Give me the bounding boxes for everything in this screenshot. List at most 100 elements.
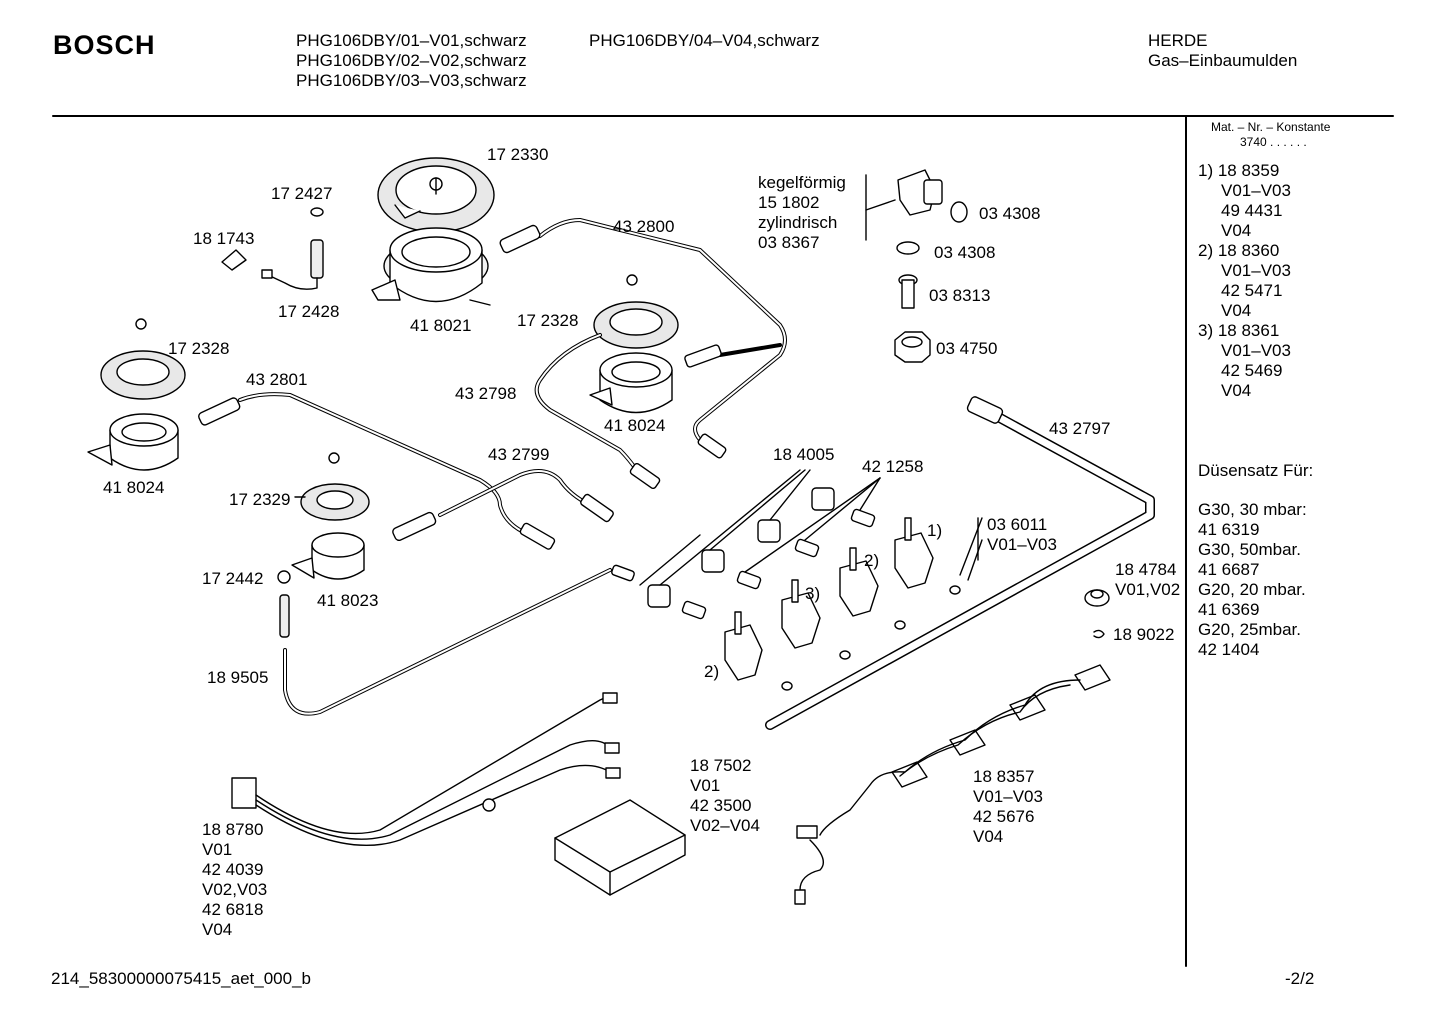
brand-logo: BOSCH <box>53 30 156 60</box>
category: HERDE <box>1148 31 1208 50</box>
nipple-038313 <box>898 274 918 309</box>
burner-cap-172328-left <box>100 318 186 400</box>
part-label: 43 2800 <box>613 217 675 236</box>
label-line: 42 3500 <box>690 796 752 815</box>
clip-181743 <box>221 249 247 271</box>
part-label-036011: 03 6011 V01–V03 <box>987 515 1057 555</box>
nozzle-line: 41 6369 <box>1198 600 1260 619</box>
page-number: -2/2 <box>1285 969 1315 988</box>
label-line: 42 4039 <box>202 860 264 879</box>
gas-pipe-432799 <box>392 469 614 542</box>
label-line: V01,V02 <box>1115 580 1181 599</box>
note-line: V01–V03 <box>1221 341 1291 360</box>
nozzle-set-184005 <box>639 469 835 608</box>
label-line: V04 <box>973 827 1004 846</box>
ignition-module-187502 <box>554 799 686 896</box>
part-label: 43 2797 <box>1049 419 1111 438</box>
model-line: PHG106DBY/02–V02,schwarz <box>296 51 527 70</box>
burner-base-418023 <box>291 532 365 580</box>
wiring-harness-188780 <box>231 692 621 846</box>
note-line: V01–V03 <box>1221 181 1291 200</box>
label-line: 18 7502 <box>690 756 752 775</box>
label-line: V02,V03 <box>202 880 268 899</box>
burner-cap-172330 <box>377 157 495 233</box>
subcategory: Gas–Einbaumulden <box>1148 51 1298 70</box>
part-label-188357: 18 8357 V01–V03 42 5676 V04 <box>973 767 1043 847</box>
nozzle-line: 41 6687 <box>1198 560 1260 579</box>
part-label: 03 4750 <box>936 339 998 358</box>
nozzle-line: G30, 50mbar. <box>1198 540 1302 559</box>
nozzle-title: Düsensatz Für: <box>1198 461 1314 480</box>
model-line: PHG106DBY/01–V01,schwarz <box>296 31 527 50</box>
label-line: 03 8367 <box>758 233 820 252</box>
version-notes: 1) 18 8359 V01–V03 49 4431 V04 2) 18 836… <box>1198 161 1291 401</box>
nozzle-list: G30, 30 mbar: 41 6319 G30, 50mbar. 41 66… <box>1198 500 1307 660</box>
callout-2: 2) <box>864 551 880 570</box>
burner-cap-172329 <box>300 452 370 521</box>
washer-172442 <box>277 570 291 584</box>
gas-manifold-432797 <box>765 396 1155 730</box>
part-label: 43 2798 <box>455 384 517 403</box>
part-label: 03 4308 <box>979 204 1041 223</box>
model-list-1: PHG106DBY/01–V01,schwarz PHG106DBY/02–V0… <box>296 31 527 91</box>
note-line: V04 <box>1221 221 1252 240</box>
part-label: 17 2328 <box>168 339 230 358</box>
part-label: 17 2427 <box>271 184 333 203</box>
burner-cap-172328-center <box>593 274 679 349</box>
document-id: 214_58300000075415_aet_000_b <box>51 969 311 988</box>
part-label: 17 2428 <box>278 302 340 321</box>
part-label: 18 4005 <box>773 445 835 464</box>
label-line: 42 5676 <box>973 807 1035 826</box>
gas-valve-set <box>724 517 934 681</box>
part-label-kegel: kegelförmig 15 1802 zylindrisch 03 8367 <box>758 173 846 253</box>
part-label: 41 8024 <box>103 478 165 497</box>
part-label: 41 8023 <box>317 591 379 610</box>
burner-base-418024-center <box>589 352 673 414</box>
label-line: V01 <box>690 776 721 795</box>
part-label: 03 4308 <box>934 243 996 262</box>
label-line: zylindrisch <box>758 213 838 232</box>
label-line: V02–V04 <box>690 816 760 835</box>
callout-2: 2) <box>704 662 720 681</box>
label-line: 03 6011 <box>987 515 1048 534</box>
part-label: 17 2329 <box>229 490 291 509</box>
part-label: 18 9022 <box>1113 625 1175 644</box>
note-line: V04 <box>1221 381 1252 400</box>
electrode-172428 <box>261 207 324 290</box>
gas-pipe-432801 <box>198 392 556 550</box>
part-label: 42 1258 <box>862 457 924 476</box>
gas-pipe-432798 <box>534 333 782 490</box>
label-line: 15 1802 <box>758 193 820 212</box>
callout-1: 1) <box>927 521 943 540</box>
knob-seal-184784 <box>1084 589 1110 607</box>
nozzle-line: G20, 20 mbar. <box>1198 580 1306 599</box>
note-line: V01–V03 <box>1221 261 1291 280</box>
injector-set-421258 <box>681 477 881 620</box>
part-label: 17 2328 <box>517 311 579 330</box>
mat-header: Mat. – Nr. – Konstante <box>1211 120 1331 134</box>
part-label: 43 2801 <box>246 370 308 389</box>
label-line: 18 4784 <box>1115 560 1177 579</box>
model-line: PHG106DBY/03–V03,schwarz <box>296 71 527 90</box>
nozzle-line: 42 1404 <box>1198 640 1260 659</box>
washer-034308b <box>896 241 920 255</box>
label-line: V01 <box>202 840 233 859</box>
burner-base-418021 <box>371 227 491 306</box>
washer-034308a <box>950 201 968 223</box>
part-label: 43 2799 <box>488 445 550 464</box>
part-label: 41 8021 <box>410 316 472 335</box>
part-label: 17 2442 <box>202 569 264 588</box>
part-label: 18 1743 <box>193 229 255 248</box>
label-line: kegelförmig <box>758 173 846 192</box>
label-line: V01–V03 <box>973 787 1043 806</box>
part-label-188780: 18 8780 V01 42 4039 V02,V03 42 6818 V04 <box>202 820 267 940</box>
part-label: 03 8313 <box>929 286 991 305</box>
note-line: 2) 18 8360 <box>1198 241 1280 260</box>
part-label: 17 2330 <box>487 145 549 164</box>
nozzle-line: G20, 25mbar. <box>1198 620 1302 639</box>
model-line: PHG106DBY/04–V04,schwarz <box>589 31 820 50</box>
nozzle-line: 41 6319 <box>1198 520 1260 539</box>
burner-base-418024-left <box>87 413 179 471</box>
ignition-switches-188357 <box>794 664 1111 905</box>
